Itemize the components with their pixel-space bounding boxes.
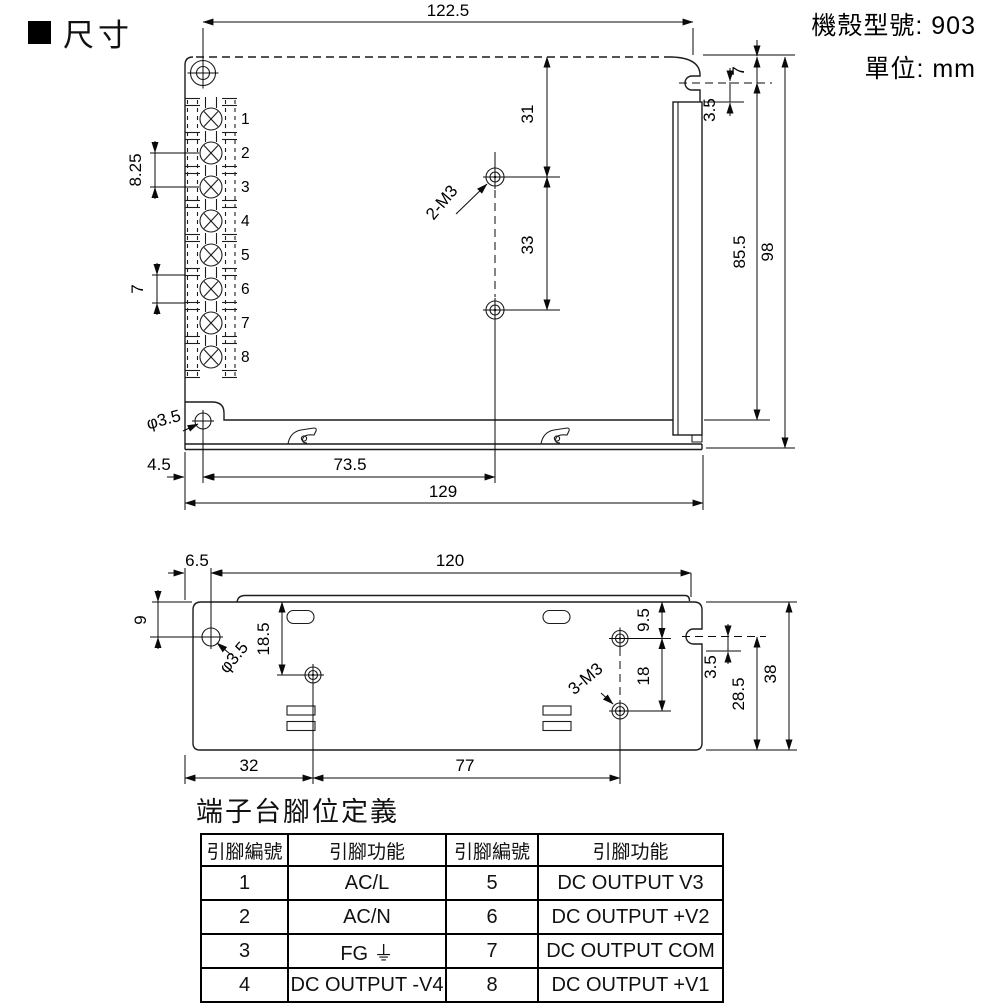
pin-number-cell: 5 xyxy=(447,867,539,901)
pin-function-cell: DC OUTPUT COM xyxy=(539,935,722,969)
dim-hole-offset: 4.5 xyxy=(147,455,171,474)
vent-slot xyxy=(286,720,316,732)
pin-number: 6 xyxy=(241,281,250,298)
top-view-drawing: 1 2 3 4 5 6 7 8 122.5 7 xyxy=(126,1,795,510)
dim-screw-spacing: 18 xyxy=(634,667,653,686)
dim-total-height: 98 xyxy=(758,243,777,262)
terminal-block xyxy=(184,96,238,379)
dim-screw-top: 9.5 xyxy=(634,608,653,632)
pin-function-cell: AC/L xyxy=(289,867,447,901)
unit-label: 單位: mm xyxy=(864,55,976,83)
pin-function-cell: DC OUTPUT +V2 xyxy=(539,901,722,935)
pin-function-cell: FG ⏚ xyxy=(289,935,447,969)
pin-number-cell: 3 xyxy=(202,935,289,969)
section-header: 尺寸 xyxy=(28,10,133,55)
m3-hole-icon xyxy=(301,663,325,687)
col-header: 引腳編號 xyxy=(202,835,289,867)
pin-number-cell: 7 xyxy=(447,935,539,969)
dim-screw-dx: 77 xyxy=(456,756,475,775)
dim-notch-radius: 3.5 xyxy=(701,655,720,679)
pin-definition-table: 引腳編號 引腳功能 引腳編號 引腳功能 1 AC/L 5 DC OUTPUT V… xyxy=(200,833,724,1003)
dim-hole1-from-top: 31 xyxy=(518,105,537,124)
pin-number: 2 xyxy=(241,145,250,162)
corner-screw-icon xyxy=(187,57,219,89)
hole-callout: φ3.5 xyxy=(144,406,182,433)
col-header: 引腳功能 xyxy=(539,835,722,867)
dim-pin-pitch: 7 xyxy=(128,284,147,293)
vent-slot xyxy=(542,609,571,625)
dim-notch-radius: 3.5 xyxy=(700,98,719,122)
page-title: 尺寸 xyxy=(63,18,133,53)
pin-number: 5 xyxy=(241,247,250,264)
pin-function-cell: AC/N xyxy=(289,901,447,935)
dim-top-width: 122.5 xyxy=(427,1,470,20)
pin-number: 3 xyxy=(241,179,250,196)
dim-pin-pitch-wide: 8.25 xyxy=(126,153,145,186)
dim-screw-x: 32 xyxy=(240,756,259,775)
bottom-view-drawing: 6.5 120 9 18.5 φ3.5 9.5 18 3-M3 3.5 28.5… xyxy=(131,551,797,784)
pin-function-cell: DC OUTPUT -V4 xyxy=(289,969,447,1001)
pin-function-cell: DC OUTPUT V3 xyxy=(539,867,722,901)
m3-hole-icon xyxy=(482,297,508,323)
dim-notch-to-bottom: 28.5 xyxy=(729,677,748,710)
mounting-hole-icon xyxy=(192,410,214,432)
col-header: 引腳編號 xyxy=(447,835,539,867)
vent-slot xyxy=(286,705,316,716)
pin-number-cell: 2 xyxy=(202,901,289,935)
col-header: 引腳功能 xyxy=(289,835,447,867)
pin-number: 1 xyxy=(241,111,250,128)
m3-hole-icon xyxy=(482,164,508,190)
dim-screw-from-top: 18.5 xyxy=(254,622,273,655)
m3-hole-icon xyxy=(608,626,632,651)
dim-hole-spacing: 33 xyxy=(518,236,537,255)
dim-hole-offset-y: 9 xyxy=(131,615,150,624)
pin-number: 8 xyxy=(241,349,250,366)
dim-hole-offset-x: 6.5 xyxy=(185,551,209,570)
pin-number-cell: 4 xyxy=(202,969,289,1001)
pin-number: 7 xyxy=(241,315,250,332)
vent-slot xyxy=(286,609,315,625)
table-title: 端子台腳位定義 xyxy=(196,797,399,827)
pin-number-cell: 1 xyxy=(202,867,289,901)
vent-slot xyxy=(542,705,572,716)
dim-notch-from-top: 7 xyxy=(729,66,748,75)
thread-callout: 3-M3 xyxy=(565,659,607,698)
dim-body-height: 85.5 xyxy=(730,235,749,268)
vent-slot xyxy=(542,720,572,732)
pin-number-cell: 8 xyxy=(447,969,539,1001)
drawing-info: 機殼型號: 903 單位: mm xyxy=(811,14,976,82)
hole-callout: φ3.5 xyxy=(215,638,252,677)
dim-hole-span: 73.5 xyxy=(333,455,366,474)
mounting-hole-icon xyxy=(199,625,223,649)
dim-total-width: 129 xyxy=(429,482,457,501)
pin-number-cell: 6 xyxy=(447,901,539,935)
case-model: 機殼型號: 903 xyxy=(811,12,976,40)
dim-top-width: 120 xyxy=(436,551,464,570)
dim-height: 38 xyxy=(761,665,780,684)
black-square-icon xyxy=(28,21,51,44)
pin-number: 4 xyxy=(241,213,250,230)
pin-function-cell: DC OUTPUT +V1 xyxy=(551,973,710,996)
thread-callout: 2-M3 xyxy=(422,182,461,224)
